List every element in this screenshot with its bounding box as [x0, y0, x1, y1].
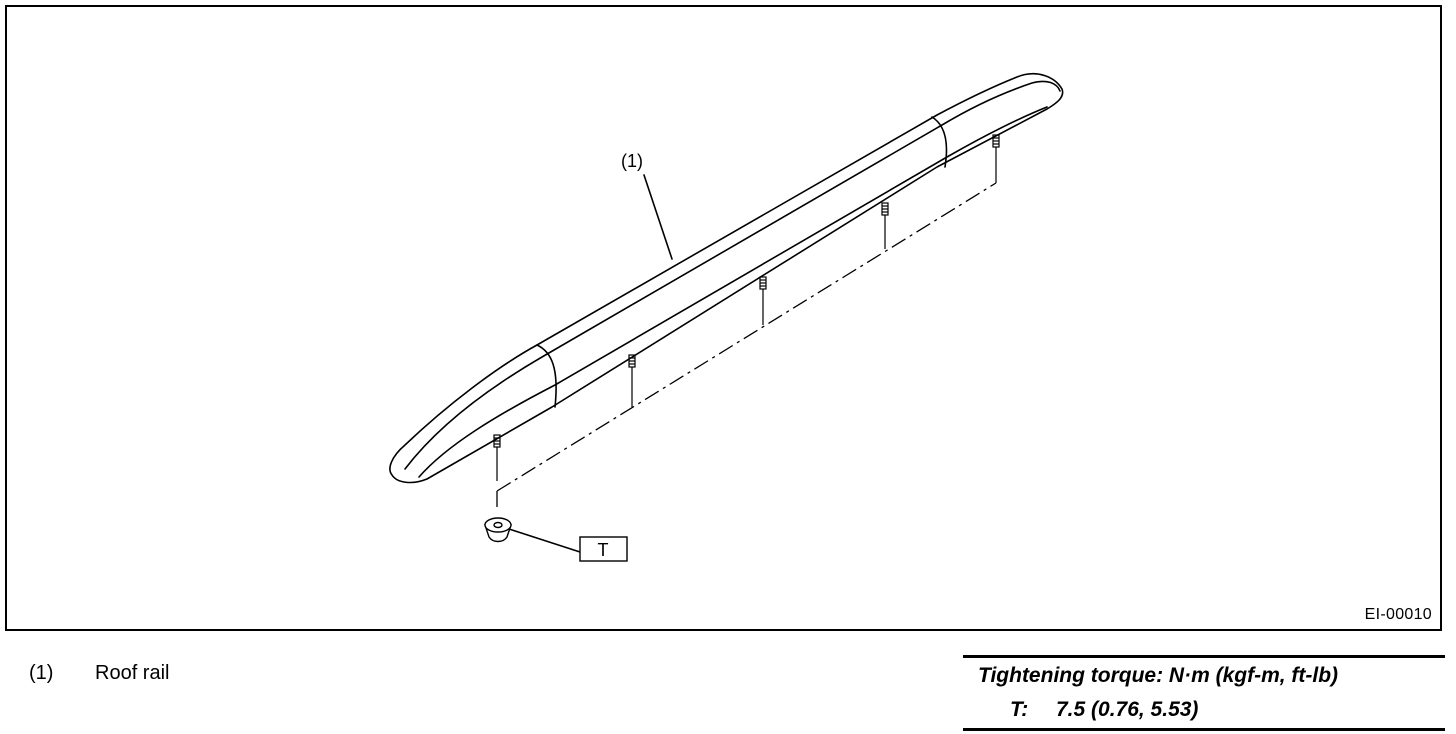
stud-5 [992, 134, 1000, 183]
roof-rail-diagram: (1) T [389, 73, 1064, 562]
torque-table-title: Tightening torque: N·m (kgf-m, ft-lb) [978, 664, 1339, 687]
callout-leader-line [643, 174, 673, 260]
stud-3 [759, 276, 767, 325]
roof-rail-ridge [404, 80, 1061, 470]
legend-item-label: Roof rail [95, 662, 170, 684]
figure-frame: (1) T EI-00010 [5, 5, 1442, 631]
torque-value: 7.5 (0.76, 5.53) [1056, 698, 1199, 721]
rail-seam-rear [931, 116, 948, 168]
part-callout-label: (1) [621, 151, 643, 171]
torque-tag-label: T [598, 540, 609, 560]
center-line [496, 182, 997, 512]
roof-rail-outline [389, 73, 1064, 484]
figure-code: EI-00010 [1364, 606, 1432, 623]
nut-icon [484, 517, 512, 543]
torque-table: Tightening torque: N·m (kgf-m, ft-lb) T:… [963, 655, 1445, 731]
legend-item-number: (1) [29, 662, 54, 684]
torque-symbol: T: [1010, 698, 1029, 721]
roof-rail-inner-edge [418, 106, 1048, 478]
torque-tag-box [579, 536, 628, 562]
rail-seam-front [536, 344, 557, 408]
torque-table-row: T: 7.5 (0.76, 5.53) [1010, 698, 1198, 722]
stud-1 [493, 434, 501, 481]
mounting-studs [493, 134, 1000, 481]
legend: (1) Roof rail [29, 662, 169, 685]
legend-item: (1) Roof rail [29, 662, 169, 685]
stud-4 [881, 202, 889, 249]
torque-leader-line [508, 528, 581, 553]
stud-2 [628, 354, 636, 407]
